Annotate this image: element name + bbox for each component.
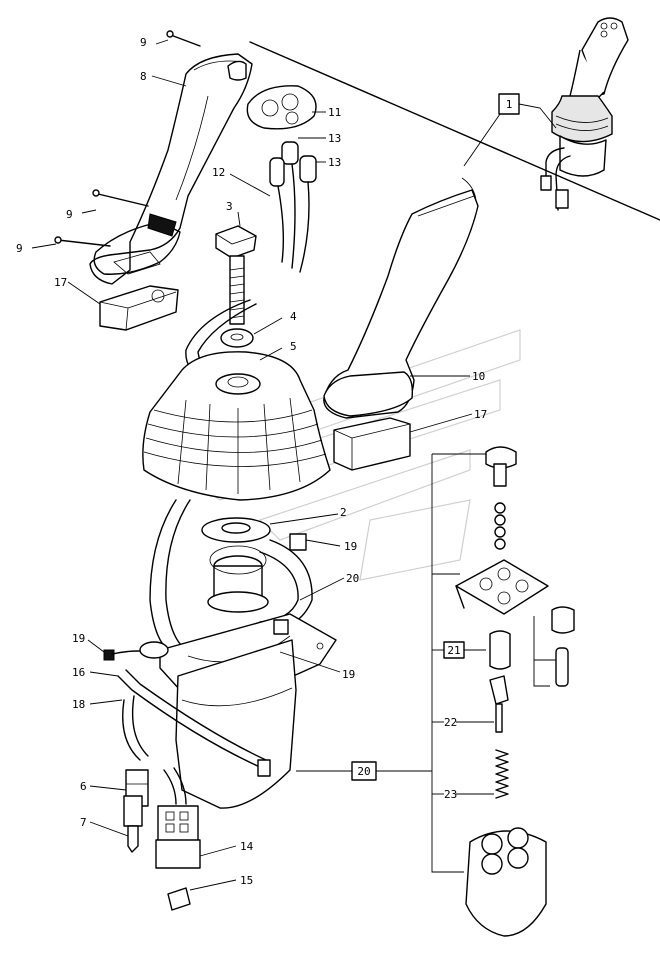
part-19-clips xyxy=(103,641,169,661)
callout-labels: 9 8 11 13 13 12 3 9 9 17 4 5 10 17 2 19 … xyxy=(16,36,487,887)
part-17-block-left xyxy=(99,285,179,331)
label-11: 11 xyxy=(328,106,341,119)
part-8-lever xyxy=(89,53,253,285)
svg-text:21: 21 xyxy=(447,644,460,657)
part-6-connector xyxy=(123,769,149,827)
label-13-a: 13 xyxy=(328,132,341,145)
bottom-housing xyxy=(465,827,547,937)
label-19-a: 19 xyxy=(344,540,357,553)
label-8: 8 xyxy=(140,70,147,83)
label-7: 7 xyxy=(80,816,87,829)
label-17-left: 17 xyxy=(54,276,67,289)
part-3-bolt xyxy=(215,225,257,325)
label-18: 18 xyxy=(72,698,85,711)
label-17-right: 17 xyxy=(474,408,487,421)
label-16: 16 xyxy=(72,666,85,679)
label-13-b: 13 xyxy=(328,156,341,169)
callout-1: 1 xyxy=(463,93,557,167)
label-5: 5 xyxy=(290,340,297,353)
part-14-connector xyxy=(155,767,201,869)
frame-diagonal-line xyxy=(249,41,660,221)
part-13-buttons xyxy=(269,141,317,273)
part-20-fitting xyxy=(485,446,517,550)
label-15: 15 xyxy=(240,874,253,887)
part-11-cap xyxy=(246,85,317,130)
svg-text:20: 20 xyxy=(357,765,370,778)
label-9-left: 9 xyxy=(16,242,23,255)
label-9-top: 9 xyxy=(140,36,147,49)
label-22: 22 xyxy=(444,716,457,729)
label-14: 14 xyxy=(240,840,254,853)
label-1: 1 xyxy=(506,98,513,111)
mounting-plate xyxy=(455,559,549,615)
mechanism-body xyxy=(149,499,337,809)
part-5-boot xyxy=(142,351,331,501)
label-20: 20 xyxy=(346,572,359,585)
part-23-spring xyxy=(495,749,509,799)
label-23: 23 xyxy=(444,788,457,801)
label-19-b: 19 xyxy=(72,632,85,645)
callout-20-box: 20 xyxy=(296,761,432,781)
part-4-nut xyxy=(220,328,254,348)
part-21-plunger xyxy=(489,606,575,733)
label-10: 10 xyxy=(472,370,485,383)
label-4: 4 xyxy=(290,310,297,323)
part-17-block-right xyxy=(333,417,411,471)
label-19-c: 19 xyxy=(342,668,355,681)
right-bracket xyxy=(431,453,490,873)
inset-joystick xyxy=(540,17,629,211)
label-3: 3 xyxy=(226,200,233,213)
callout-21-box: 21 xyxy=(443,641,486,659)
part-10-grip xyxy=(323,177,479,419)
label-9-mid: 9 xyxy=(66,208,73,221)
part-9-screws xyxy=(54,30,201,247)
label-6: 6 xyxy=(80,780,87,793)
part-2-washer xyxy=(201,517,271,543)
label-12: 12 xyxy=(212,166,225,179)
part-16-18-cable-ties xyxy=(117,669,271,777)
part-15 xyxy=(167,887,191,911)
part-7-pin xyxy=(127,825,139,853)
label-2: 2 xyxy=(340,506,347,519)
leader-lines xyxy=(31,39,494,891)
